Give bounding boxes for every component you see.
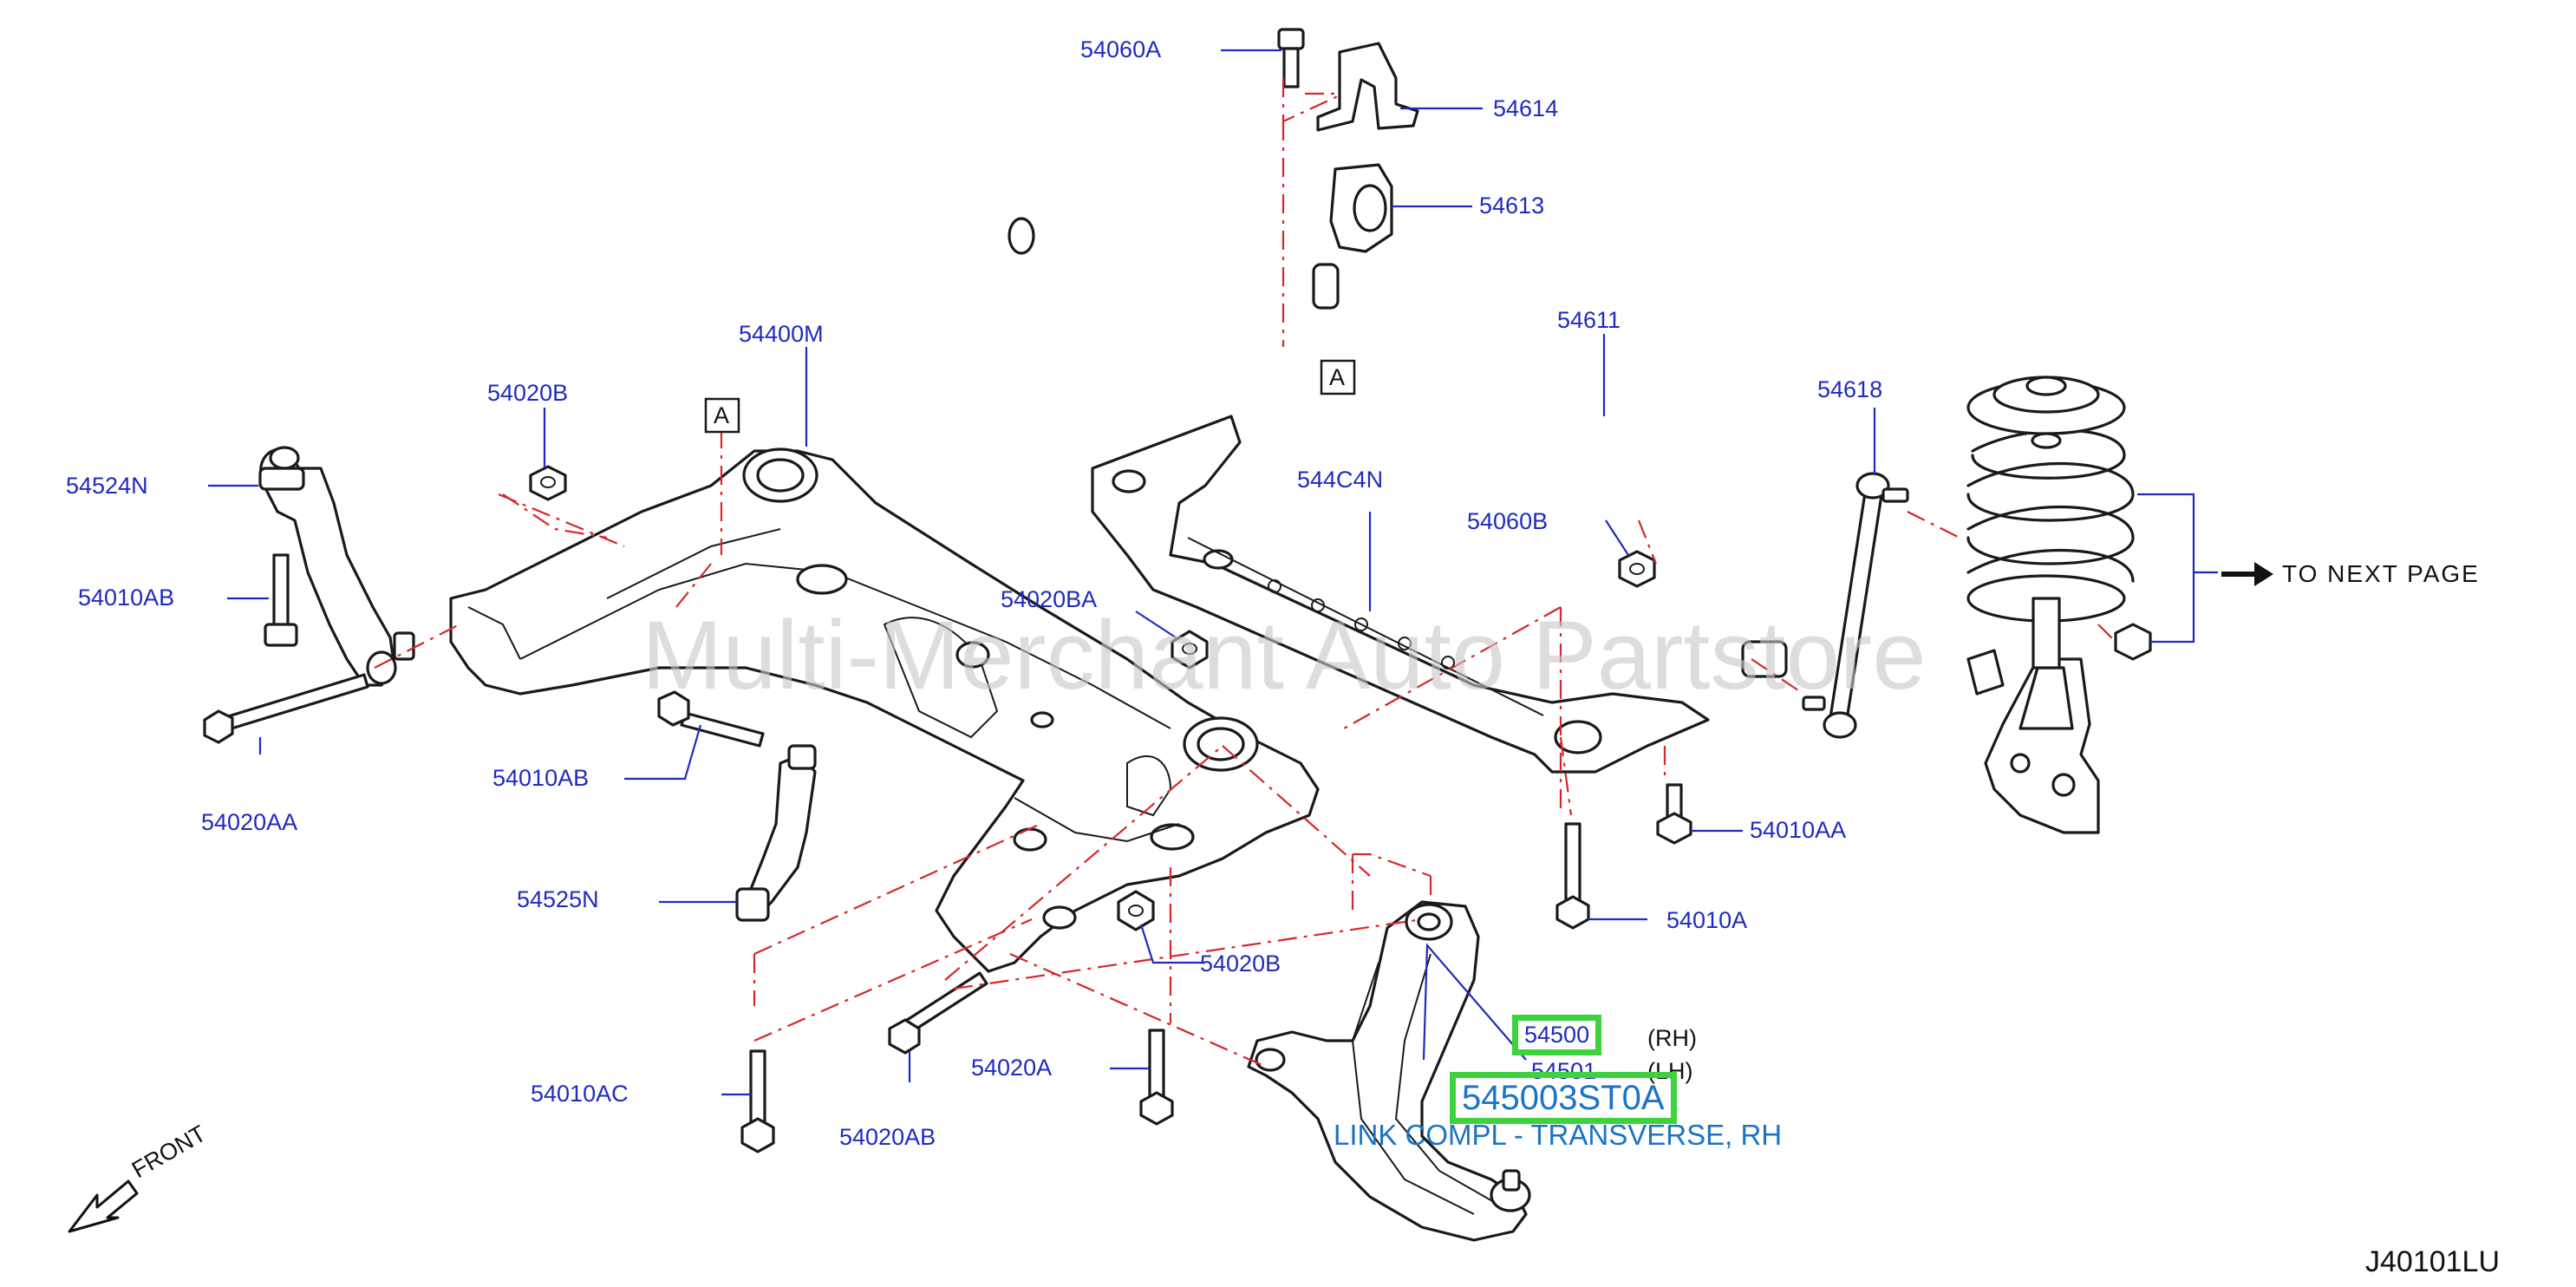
watermark: Multi-Merchant Auto Partstore [642,601,1927,709]
next-page-arrow-icon [2221,562,2273,586]
callout-54500-side: (RH) [1647,1025,1697,1051]
bolt-54060A [1277,28,1305,88]
callout-54020AB[interactable]: 54020AB [839,1124,936,1150]
callout-54501[interactable]: 54501 [1531,1058,1597,1084]
link-54524N [258,446,415,687]
highlighted-part-description: LINK COMPL - TRANSVERSE, RH [1334,1119,1783,1151]
callout-leader-lines [208,49,2218,1096]
callout-54020B-top[interactable]: 54020B [487,380,569,406]
link-54525N [735,744,817,922]
callout-54010AC[interactable]: 54010AC [531,1081,629,1107]
reference-letter-a-left: A [714,402,730,428]
front-arrow-icon [68,1179,139,1233]
stabilizer-clamp-54614 [1316,42,1419,132]
callout-54010A[interactable]: 54010A [1666,907,1748,933]
nut-54020B-top [529,465,567,501]
bolt-54010AA [1656,783,1692,845]
callout-54611[interactable]: 54611 [1557,307,1621,333]
callout-54618[interactable]: 54618 [1817,376,1883,402]
suspension-member-54400M [449,448,1320,973]
bolt-54010A [1555,822,1590,930]
stabilizer-link-54618 [1802,472,1909,739]
strut-assembly [1966,376,2135,834]
bolt-54010AB-left [264,553,298,647]
callout-54020A[interactable]: 54020A [971,1055,1053,1081]
bolt-54020AA [203,673,369,744]
reference-box-a-left [704,397,740,434]
bolt-54010AC [740,1049,775,1153]
callout-54524N[interactable]: 54524N [66,473,148,499]
callout-54010AB-left[interactable]: 54010AB [78,585,175,611]
bolt-54020A [1139,1029,1174,1126]
callout-54500-highlighted[interactable]: 54500 [1512,1015,1602,1055]
stabilizer-bushing-54613 [1329,163,1393,253]
callout-54020AA[interactable]: 54020AA [201,809,298,835]
bolt-54020AB [888,971,988,1055]
bolt-54010AB-mid [657,690,765,748]
callout-54060A[interactable]: 54060A [1080,36,1162,62]
highlighted-part-number[interactable]: 545003ST0A [1450,1072,1677,1124]
callout-54010AA[interactable]: 54010AA [1750,817,1847,843]
nut-54020B-bottom [1117,890,1155,931]
callout-54020B-bottom[interactable]: 54020B [1200,951,1281,977]
diagram-code: J40101LU [2365,1245,2501,1278]
nut-54060B [1618,550,1656,588]
transverse-link-54500 [1247,900,1531,1242]
nut-54020BA [1171,630,1209,670]
reference-letter-a-top: A [1329,364,1346,390]
next-page-label[interactable]: TO NEXT PAGE [2282,560,2480,587]
nut-strut [2114,623,2152,661]
red-reference-lines [374,78,2116,1068]
callout-54400M[interactable]: 54400M [739,321,824,347]
callout-54020BA[interactable]: 54020BA [1001,586,1098,612]
reference-box-a-top [1320,359,1356,395]
callout-54010AB-mid[interactable]: 54010AB [492,765,590,791]
stabilizer-bar-54611 [1008,195,1801,678]
callout-544C4N[interactable]: 544C4N [1297,467,1384,493]
callout-54060B[interactable]: 54060B [1467,508,1549,534]
callout-54614[interactable]: 54614 [1493,95,1559,121]
callout-54501-side: (LH) [1647,1058,1693,1084]
callout-54525N[interactable]: 54525N [517,886,599,912]
crossmember-544C4N [1091,415,1710,774]
callout-54613[interactable]: 54613 [1479,193,1545,219]
